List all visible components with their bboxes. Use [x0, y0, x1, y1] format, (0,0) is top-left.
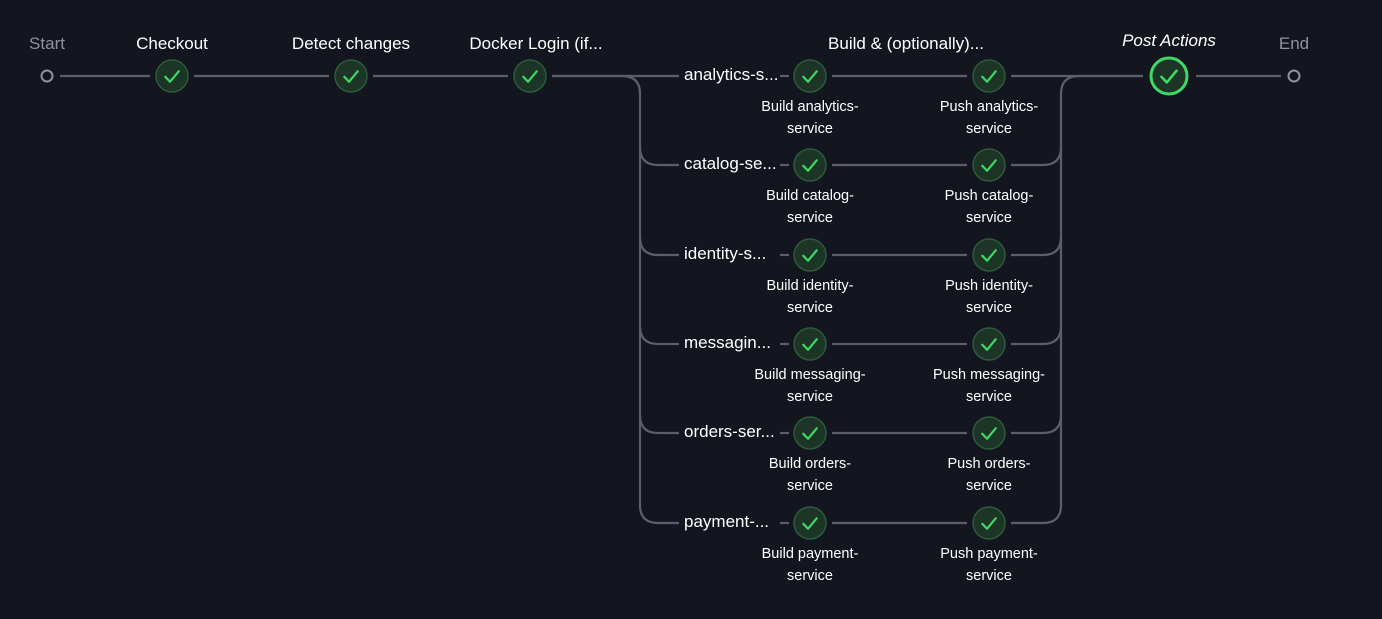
step-node-build-identity-service[interactable]	[793, 238, 827, 272]
join-rail	[1059, 74, 1143, 505]
branch-join-curve	[1011, 236, 1063, 257]
start-label: Start	[29, 34, 65, 53]
branch-split-curve	[638, 236, 679, 257]
step-node-build-payment-service[interactable]	[793, 506, 827, 540]
branch-split-curve	[638, 414, 679, 435]
branch-label-payment-service[interactable]: payment-...	[682, 512, 772, 532]
status-success-ring	[972, 238, 1006, 272]
checkmark-icon	[343, 70, 359, 83]
step-node-build-messaging-service[interactable]	[793, 327, 827, 361]
status-success-ring	[793, 59, 827, 93]
end-node-hollow-circle-icon	[1287, 69, 1301, 83]
step-node-build-analytics-service[interactable]	[793, 59, 827, 93]
build-step-label-messaging-service[interactable]: Build messaging-service	[754, 367, 866, 405]
branch-join-curve	[1011, 504, 1063, 525]
branch-split-curve	[638, 325, 679, 346]
checkmark-icon	[981, 249, 997, 262]
status-success-ring	[513, 59, 547, 93]
checkmark-icon	[1160, 69, 1178, 84]
build-step-label-orders-service[interactable]: Build orders-service	[768, 456, 852, 494]
step-node-push-identity-service[interactable]	[972, 238, 1006, 272]
stage-label-detect-changes[interactable]: Detect changes	[291, 34, 411, 53]
status-success-ring	[793, 148, 827, 182]
checkmark-icon	[802, 338, 818, 351]
checkmark-icon	[802, 517, 818, 530]
push-step-label-payment-service[interactable]: Push payment-service	[940, 546, 1038, 584]
step-node-push-messaging-service[interactable]	[972, 327, 1006, 361]
stage-label-docker-login[interactable]: Docker Login (if...	[469, 34, 603, 53]
checkmark-icon	[802, 70, 818, 83]
pipeline-nodes	[40, 56, 1301, 540]
status-success-ring	[972, 327, 1006, 361]
stage-label-checkout[interactable]: Checkout	[136, 34, 208, 53]
status-success-ring	[972, 148, 1006, 182]
checkmark-icon	[164, 70, 180, 83]
checkmark-icon	[981, 70, 997, 83]
push-step-label-identity-service[interactable]: Push identity-service	[945, 278, 1033, 316]
end-label: End	[1278, 34, 1310, 53]
branch-split-curve	[638, 504, 679, 525]
status-success-ring	[1149, 56, 1189, 96]
checkmark-icon	[802, 427, 818, 440]
branch-join-curve	[1011, 146, 1063, 167]
branch-label-orders-service[interactable]: orders-ser...	[682, 422, 777, 442]
branch-join-curve	[1011, 414, 1063, 435]
stage-node-post-actions[interactable]	[1149, 56, 1189, 96]
stage-node-checkout[interactable]	[155, 59, 189, 93]
step-node-build-orders-service[interactable]	[793, 416, 827, 450]
checkmark-icon	[981, 159, 997, 172]
stage-label-post-actions[interactable]: Post Actions	[1122, 31, 1216, 50]
build-step-label-catalog-service[interactable]: Build catalog-service	[766, 188, 854, 226]
status-success-ring	[793, 238, 827, 272]
checkmark-icon	[802, 249, 818, 262]
branch-join-curve	[1011, 325, 1063, 346]
status-success-ring	[972, 59, 1006, 93]
split-rail	[552, 74, 642, 505]
status-success-ring	[972, 416, 1006, 450]
status-success-ring	[793, 416, 827, 450]
branch-label-messaging-service[interactable]: messagin...	[682, 333, 773, 353]
status-success-ring	[972, 506, 1006, 540]
checkmark-icon	[981, 338, 997, 351]
step-node-push-catalog-service[interactable]	[972, 148, 1006, 182]
branch-split-curve	[638, 146, 679, 167]
step-node-push-analytics-service[interactable]	[972, 59, 1006, 93]
branch-label-analytics-service[interactable]: analytics-s...	[682, 65, 781, 85]
stage-node-docker-login[interactable]	[513, 59, 547, 93]
status-success-ring	[334, 59, 368, 93]
checkmark-icon	[981, 517, 997, 530]
push-step-label-analytics-service[interactable]: Push analytics-service	[939, 99, 1039, 137]
checkmark-icon	[522, 70, 538, 83]
step-node-push-payment-service[interactable]	[972, 506, 1006, 540]
checkmark-icon	[981, 427, 997, 440]
stage-label-build-parallel[interactable]: Build & (optionally)...	[828, 34, 984, 53]
status-success-ring	[155, 59, 189, 93]
push-step-label-messaging-service[interactable]: Push messaging-service	[932, 367, 1046, 405]
step-node-push-orders-service[interactable]	[972, 416, 1006, 450]
pipeline-connectors	[60, 74, 1281, 525]
build-step-label-analytics-service[interactable]: Build analytics-service	[761, 99, 859, 137]
branch-label-catalog-service[interactable]: catalog-se...	[682, 154, 779, 174]
status-success-ring	[793, 506, 827, 540]
checkmark-icon	[802, 159, 818, 172]
branch-label-identity-service[interactable]: identity-s...	[682, 244, 769, 264]
start-node-hollow-circle-icon	[40, 69, 54, 83]
build-step-label-payment-service[interactable]: Build payment-service	[761, 546, 859, 584]
step-node-build-catalog-service[interactable]	[793, 148, 827, 182]
stage-node-detect-changes[interactable]	[334, 59, 368, 93]
status-success-ring	[793, 327, 827, 361]
push-step-label-catalog-service[interactable]: Push catalog-service	[944, 188, 1034, 226]
push-step-label-orders-service[interactable]: Push orders-service	[947, 456, 1031, 494]
build-step-label-identity-service[interactable]: Build identity-service	[766, 278, 854, 316]
